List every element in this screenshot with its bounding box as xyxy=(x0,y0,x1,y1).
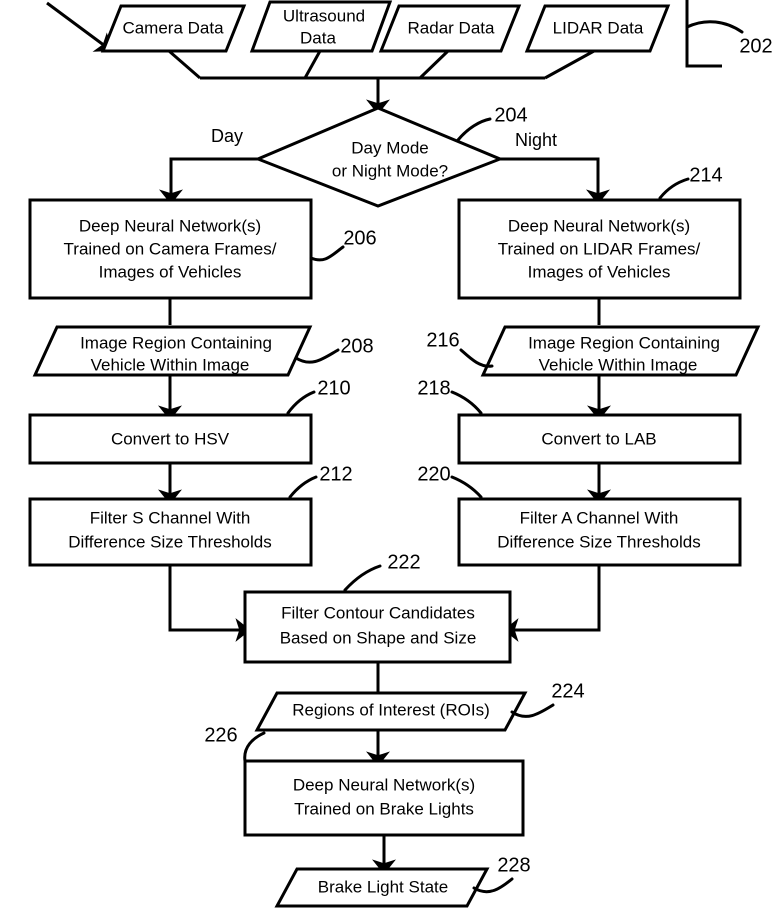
decision-label-line1: Day Mode xyxy=(351,138,428,157)
dnn-lidar-line2: Trained on LIDAR Frames/ xyxy=(498,239,701,258)
node-filter-s-channel[interactable]: Filter S Channel With Difference Size Th… xyxy=(28,497,313,567)
node-filter-contour-candidates[interactable]: Filter Contour Candidates Based on Shape… xyxy=(243,590,512,664)
leader-222: 222 xyxy=(343,551,421,592)
convert-lab-label: Convert to LAB xyxy=(541,429,656,448)
node-image-region-right[interactable]: Image Region Containing Vehicle Within I… xyxy=(480,325,761,377)
edge-label-night: Night xyxy=(515,130,557,150)
dnn-brake-line2: Trained on Brake Lights xyxy=(294,799,474,818)
ref-220: 220 xyxy=(417,463,450,485)
camera-data-label: Camera Data xyxy=(122,18,224,37)
leader-212: 212 xyxy=(288,463,353,499)
ref-208: 208 xyxy=(340,335,373,357)
dnn-camera-line3: Images of Vehicles xyxy=(99,262,242,281)
ultrasound-data-label-line2: Data xyxy=(300,28,336,47)
ref-202: 202 xyxy=(739,35,772,57)
leader-204: 204 xyxy=(456,104,528,142)
node-convert-hsv[interactable]: Convert to HSV xyxy=(28,413,313,465)
node-lidar-data[interactable]: LIDAR Data xyxy=(524,4,671,53)
branch-day-connector xyxy=(159,157,258,205)
edge-label-day: Day xyxy=(211,126,243,146)
decision-label-line2: or Night Mode? xyxy=(332,161,448,180)
leader-216: 216 xyxy=(426,329,494,368)
ref-212: 212 xyxy=(319,463,352,485)
node-decision-day-night[interactable]: Day Mode or Night Mode? xyxy=(254,106,505,208)
node-radar-data[interactable]: Radar Data xyxy=(378,4,522,53)
filter-s-line2: Difference Size Thresholds xyxy=(68,532,271,551)
node-convert-lab[interactable]: Convert to LAB xyxy=(457,413,742,465)
leader-214: 214 xyxy=(658,164,723,200)
leader-228: 228 xyxy=(472,854,531,894)
ref-210: 210 xyxy=(317,377,350,399)
filter-s-line1: Filter S Channel With xyxy=(90,508,251,527)
node-filter-a-channel[interactable]: Filter A Channel With Difference Size Th… xyxy=(457,497,742,567)
ref-226: 226 xyxy=(204,724,237,746)
node-regions-of-interest[interactable]: Regions of Interest (ROIs) xyxy=(254,691,528,732)
ref-206: 206 xyxy=(343,227,376,249)
node-image-region-left[interactable]: Image Region Containing Vehicle Within I… xyxy=(32,325,313,377)
input-arrow xyxy=(46,1,112,52)
rois-label: Regions of Interest (ROIs) xyxy=(292,700,489,719)
brake-light-state-label: Brake Light State xyxy=(318,877,448,896)
image-region-right-line2: Vehicle Within Image xyxy=(539,355,698,374)
ref-224: 224 xyxy=(551,680,584,702)
ref-218: 218 xyxy=(417,377,450,399)
dnn-brake-line1: Deep Neural Network(s) xyxy=(293,775,475,794)
ref-214: 214 xyxy=(689,164,722,186)
dnn-lidar-line1: Deep Neural Network(s) xyxy=(508,216,690,235)
leader-218: 218 xyxy=(417,377,483,415)
image-region-left-line2: Vehicle Within Image xyxy=(91,355,250,374)
node-brake-light-state[interactable]: Brake Light State xyxy=(274,867,490,908)
image-region-left-line1: Image Region Containing xyxy=(80,333,272,352)
lidar-data-label: LIDAR Data xyxy=(553,18,644,37)
data-convergence-bus xyxy=(168,49,595,115)
ref-204: 204 xyxy=(494,104,527,126)
leader-206: 206 xyxy=(309,227,377,262)
dnn-lidar-line3: Images of Vehicles xyxy=(528,262,671,281)
filter-contour-line2: Based on Shape and Size xyxy=(280,628,477,647)
dnn-camera-line2: Trained on Camera Frames/ xyxy=(64,239,277,258)
node-dnn-brake-lights[interactable]: Deep Neural Network(s) Trained on Brake … xyxy=(243,759,525,837)
node-dnn-lidar[interactable]: Deep Neural Network(s) Trained on LIDAR … xyxy=(457,198,742,300)
filter-a-line2: Difference Size Thresholds xyxy=(497,532,700,551)
filter-a-line1: Filter A Channel With xyxy=(520,508,679,527)
branch-night-connector xyxy=(500,157,610,205)
filter-contour-line1: Filter Contour Candidates xyxy=(281,603,475,622)
leader-220: 220 xyxy=(417,463,483,499)
ref-228: 228 xyxy=(497,854,530,876)
node-camera-data[interactable]: Camera Data xyxy=(100,4,247,53)
convert-hsv-label: Convert to HSV xyxy=(111,429,230,448)
ultrasound-data-label-line1: Ultrasound xyxy=(283,6,365,25)
dnn-camera-line1: Deep Neural Network(s) xyxy=(79,216,261,235)
leader-224: 224 xyxy=(510,680,585,718)
node-ultrasound-data[interactable]: Ultrasound Data xyxy=(249,0,393,53)
ref-216: 216 xyxy=(426,329,459,351)
leader-208: 208 xyxy=(294,335,374,364)
radar-data-label: Radar Data xyxy=(408,18,495,37)
bracket-202: 202 xyxy=(685,0,773,68)
leader-210: 210 xyxy=(286,377,351,415)
connector-filter-s-to-contour xyxy=(168,565,251,642)
ref-222: 222 xyxy=(387,551,420,573)
node-dnn-camera[interactable]: Deep Neural Network(s) Trained on Camera… xyxy=(28,198,313,300)
connector-filter-a-to-contour xyxy=(503,565,601,642)
leader-226: 226 xyxy=(204,724,266,763)
image-region-right-line1: Image Region Containing xyxy=(528,333,720,352)
